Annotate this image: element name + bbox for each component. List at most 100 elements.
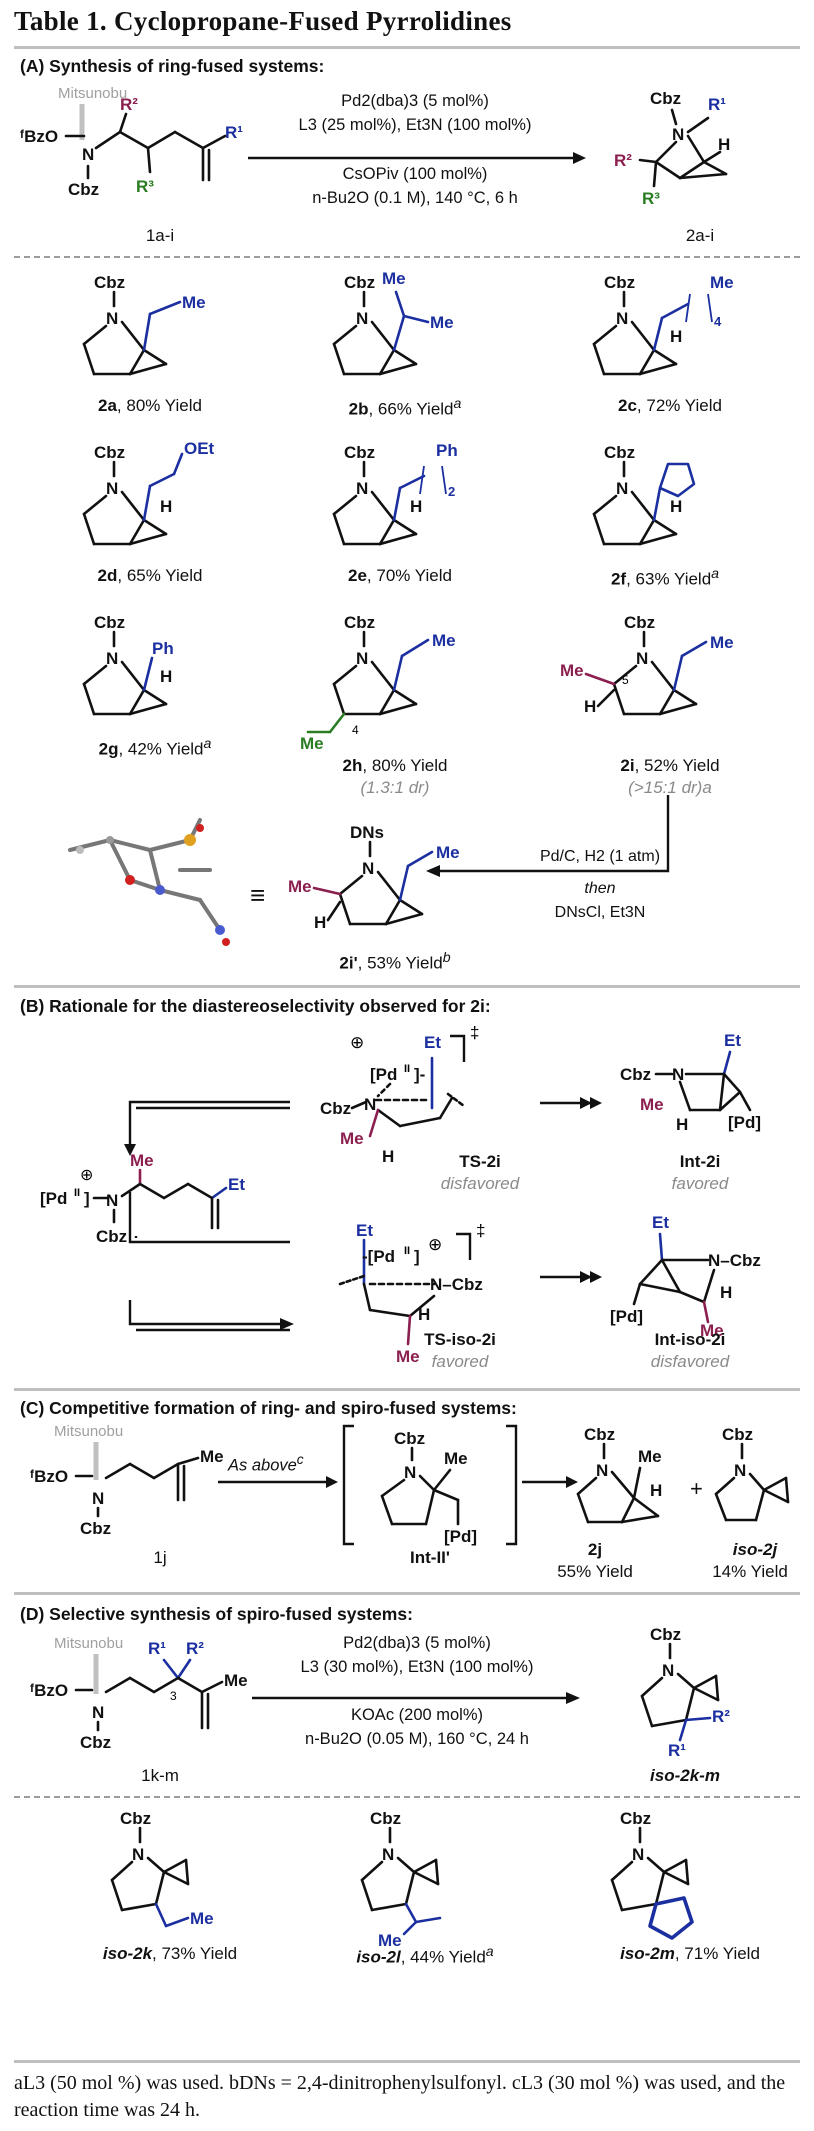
svg-text:Cbz: Cbz bbox=[68, 180, 99, 199]
svg-text:]: ] bbox=[414, 1247, 420, 1266]
svg-text:Et: Et bbox=[724, 1031, 741, 1050]
int-iso-2i-note: disfavored bbox=[650, 1352, 730, 1371]
compound-2b-caption: 2b, 66% Yielda bbox=[348, 396, 462, 419]
svg-text:N: N bbox=[106, 309, 118, 328]
svg-text:]: ] bbox=[84, 1189, 90, 1208]
svg-text:Cbz: Cbz bbox=[80, 1519, 111, 1538]
svg-text:Cbz: Cbz bbox=[94, 613, 125, 632]
compound-2i-caption: 2i, 52% Yield bbox=[620, 756, 720, 775]
plus-sign: + bbox=[690, 1476, 703, 1501]
svg-text:N–Cbz: N–Cbz bbox=[430, 1275, 483, 1294]
svg-text:4: 4 bbox=[352, 723, 359, 737]
svg-text:Cbz: Cbz bbox=[96, 1227, 127, 1246]
start-material-1j-structure: Mitsunobu ᶠBzO N Cbz Me bbox=[30, 1423, 224, 1538]
svg-text:N: N bbox=[382, 1845, 394, 1864]
svg-text:H: H bbox=[314, 913, 326, 932]
compound-iso-2k-structure: Cbz N Me bbox=[110, 1809, 214, 1928]
svg-text:N: N bbox=[362, 859, 374, 878]
svg-text:H: H bbox=[720, 1283, 732, 1302]
svg-text:Cbz: Cbz bbox=[344, 443, 375, 462]
section-rule bbox=[14, 1388, 800, 1391]
start-material-1a-i-structure: Mitsunobu ᶠBzO N Cbz R² R³ R¹ bbox=[20, 85, 243, 199]
svg-text:]-: ]- bbox=[414, 1065, 425, 1084]
equilibrium-arrows-lower bbox=[128, 1300, 294, 1332]
svg-text:N: N bbox=[106, 479, 118, 498]
svg-text:3: 3 bbox=[170, 1689, 177, 1703]
product-2j-yield: 55% Yield bbox=[557, 1562, 633, 1581]
dashed-divider bbox=[14, 256, 800, 258]
start-label-1k-m: 1k-m bbox=[141, 1766, 179, 1785]
equivalence-symbol: ≡ bbox=[250, 880, 266, 910]
svg-text:Me: Me bbox=[710, 633, 734, 652]
svg-text:4: 4 bbox=[714, 314, 722, 329]
svg-text:-[Pd: -[Pd bbox=[362, 1247, 395, 1266]
double-arrow-2 bbox=[540, 1271, 602, 1283]
svg-text:N: N bbox=[92, 1703, 104, 1722]
deriv-cond-3: DNsCl, Et3N bbox=[554, 904, 646, 921]
mitsunobu-label-c: Mitsunobu bbox=[54, 1423, 123, 1440]
svg-text:N: N bbox=[356, 309, 368, 328]
svg-text:R²: R² bbox=[186, 1639, 204, 1658]
svg-text:Me: Me bbox=[444, 1449, 468, 1468]
compound-2g-caption: 2g, 42% Yielda bbox=[98, 736, 212, 759]
compound-2e-structure: Cbz N 2 Ph H bbox=[332, 441, 458, 546]
svg-text:R²: R² bbox=[614, 151, 632, 170]
ts-iso-2i-label: TS-iso-2i bbox=[424, 1330, 496, 1349]
svg-text:2: 2 bbox=[448, 484, 455, 499]
svg-text:ᶠBzO: ᶠBzO bbox=[30, 1681, 68, 1700]
svg-text:Cbz: Cbz bbox=[650, 89, 681, 108]
svg-text:Cbz: Cbz bbox=[120, 1809, 151, 1828]
svg-text:[Pd]: [Pd] bbox=[444, 1527, 477, 1546]
svg-text:⊕: ⊕ bbox=[350, 1033, 364, 1052]
svg-text:II: II bbox=[74, 1187, 80, 1199]
svg-text:Cbz: Cbz bbox=[320, 1099, 351, 1118]
compound-2h-structure: Cbz N Me 4 bbox=[306, 613, 456, 737]
svg-text:⊕: ⊕ bbox=[80, 1167, 93, 1184]
svg-text:Me: Me bbox=[378, 1931, 402, 1950]
svg-text:Me: Me bbox=[224, 1671, 248, 1690]
compound-iso-2m-caption: iso-2m, 71% Yield bbox=[620, 1944, 760, 1963]
svg-text:N: N bbox=[632, 1845, 644, 1864]
table-title: Table 1. Cyclopropane-Fused Pyrrolidines bbox=[14, 6, 512, 36]
svg-text:[Pd: [Pd bbox=[40, 1189, 67, 1208]
svg-text:N: N bbox=[672, 1065, 684, 1084]
reaction-arrow-d bbox=[252, 1692, 580, 1704]
condition-d-1: Pd2(dba)3 (5 mol%) bbox=[343, 1634, 491, 1652]
svg-text:Cbz: Cbz bbox=[620, 1065, 651, 1084]
svg-text:N: N bbox=[82, 145, 94, 164]
svg-text:H: H bbox=[584, 697, 596, 716]
svg-text:Me: Me bbox=[340, 1129, 364, 1148]
svg-text:Me: Me bbox=[560, 661, 584, 680]
equilibrium-arrows bbox=[124, 1100, 290, 1244]
svg-text:N: N bbox=[92, 1489, 104, 1508]
compound-2h-caption: 2h, 80% Yield bbox=[342, 756, 448, 775]
svg-text:N: N bbox=[364, 1095, 376, 1114]
svg-text:H: H bbox=[160, 667, 172, 686]
svg-text:II: II bbox=[404, 1245, 410, 1257]
svg-text:N: N bbox=[356, 479, 368, 498]
svg-text:Cbz: Cbz bbox=[604, 443, 635, 462]
start-material-1k-m-structure: Mitsunobu ᶠBzO N Cbz R¹ R² 3 Me bbox=[30, 1635, 248, 1752]
svg-text:H: H bbox=[160, 497, 172, 516]
compound-2i-prime-structure: DNs N Me Me H bbox=[288, 823, 460, 932]
svg-text:N: N bbox=[132, 1845, 144, 1864]
svg-text:[Pd: [Pd bbox=[370, 1065, 397, 1084]
svg-text:Me: Me bbox=[200, 1447, 224, 1466]
svg-text:5: 5 bbox=[622, 673, 629, 687]
compound-2i-dr: (>15:1 dr)a bbox=[628, 778, 712, 797]
int-2i-structure: Et Cbz N [Pd] Me H bbox=[620, 1031, 761, 1134]
svg-text:Et: Et bbox=[228, 1175, 245, 1194]
svg-text:Cbz: Cbz bbox=[620, 1809, 651, 1828]
svg-text:N: N bbox=[734, 1461, 746, 1480]
svg-text:R¹: R¹ bbox=[148, 1639, 166, 1658]
compound-2c-structure: Cbz N 4 Me H bbox=[592, 273, 734, 376]
svg-text:R¹: R¹ bbox=[668, 1741, 686, 1760]
product-iso-2j-structure: Cbz N bbox=[714, 1425, 790, 1522]
int-iso-2i-label: Int-iso-2i bbox=[654, 1330, 726, 1349]
product-iso-2j-yield: 14% Yield bbox=[712, 1562, 788, 1581]
svg-text:N–Cbz: N–Cbz bbox=[708, 1251, 761, 1270]
compound-2f-structure: Cbz N H bbox=[592, 443, 696, 546]
svg-text:R²: R² bbox=[120, 95, 138, 114]
product-iso-2k-m-structure: Cbz N R² R¹ bbox=[640, 1625, 730, 1760]
compound-2h-me-label: Me bbox=[300, 734, 324, 753]
